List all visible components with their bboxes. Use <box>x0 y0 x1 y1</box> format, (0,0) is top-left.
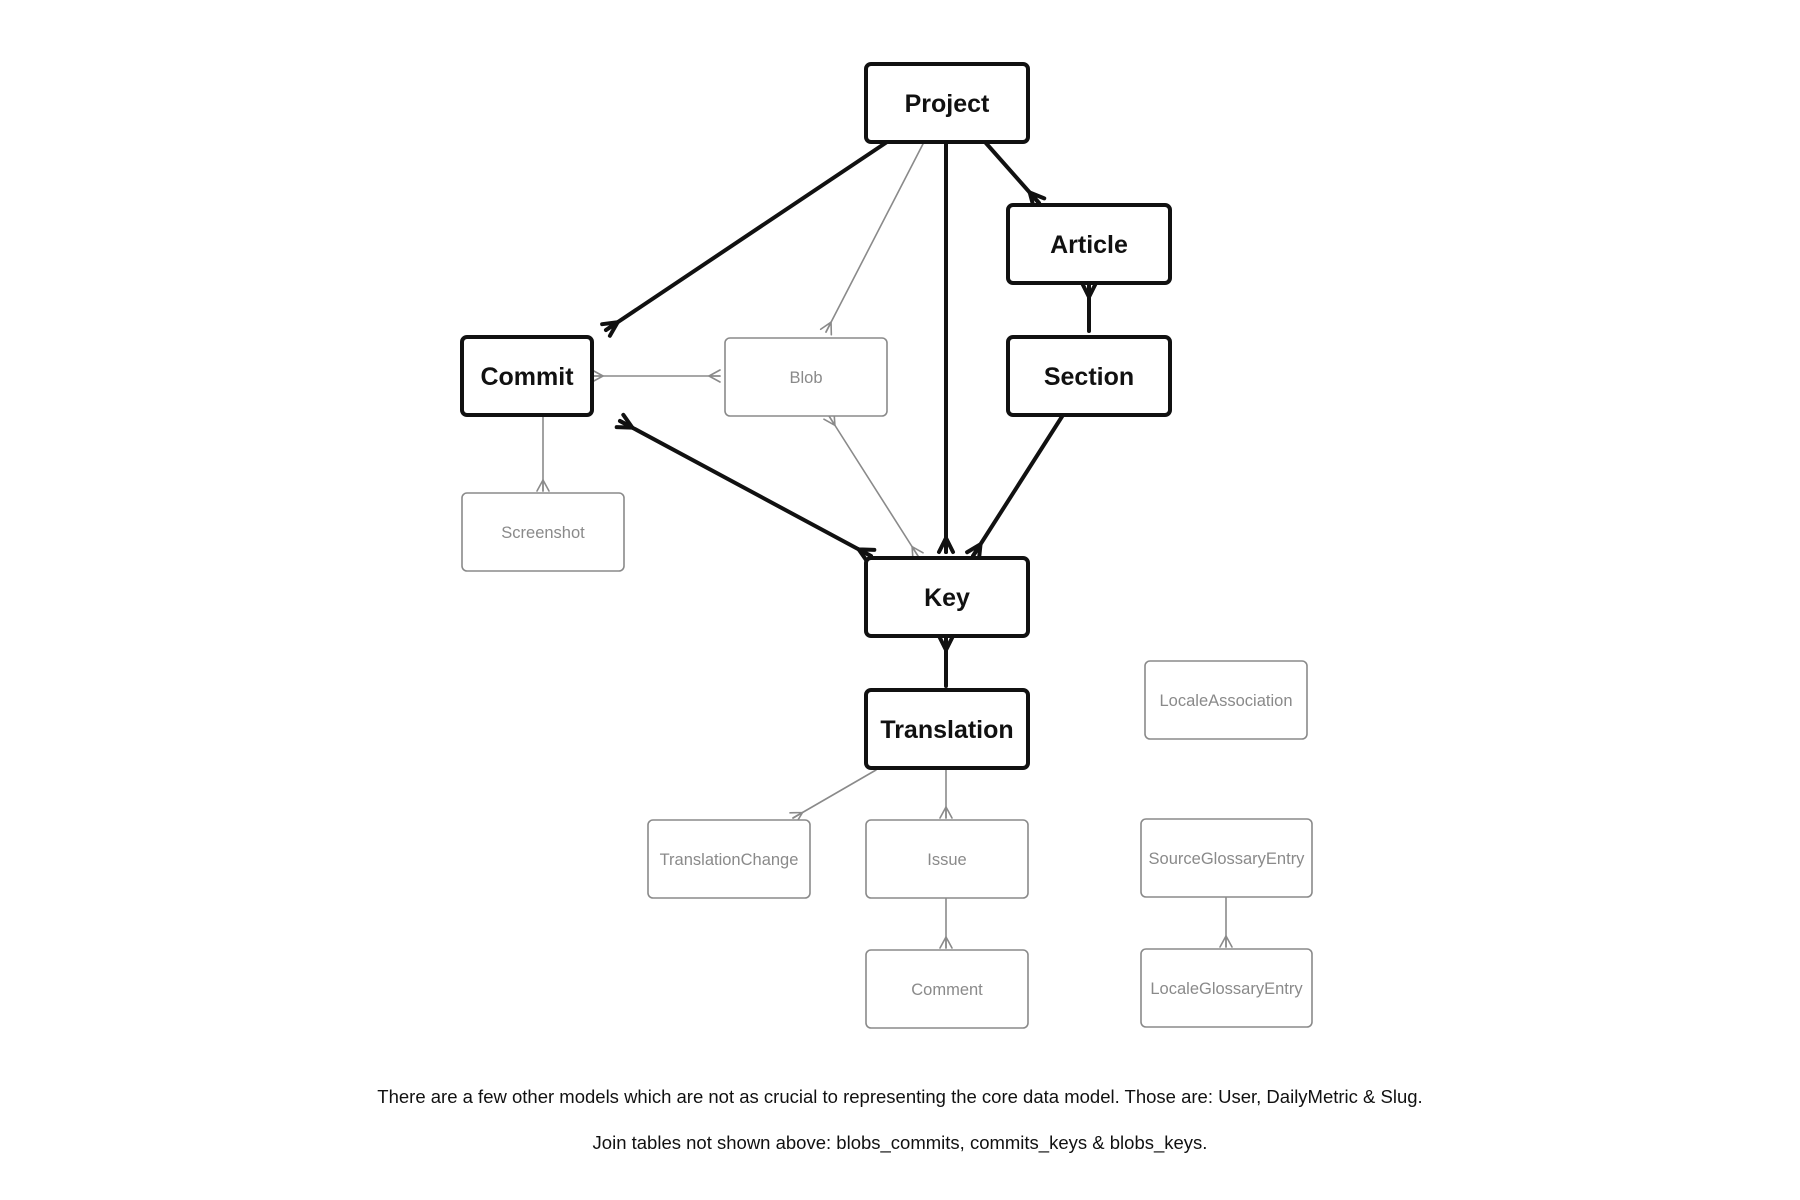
model-label: Screenshot <box>501 524 585 542</box>
crows-foot-icon <box>939 936 953 949</box>
model-box <box>865 949 1029 1029</box>
model-commit: Commit <box>460 335 594 417</box>
model-box <box>864 556 1030 638</box>
model-label: SourceGlossaryEntry <box>1149 850 1306 868</box>
relationship-lines <box>536 140 1233 949</box>
model-article: Article <box>1006 203 1172 285</box>
crows-foot-icon <box>937 536 955 554</box>
model-box <box>1140 948 1313 1028</box>
model-locale-glossary-entry: LocaleGlossaryEntry <box>1140 948 1313 1028</box>
model-label: Blob <box>789 369 822 387</box>
model-box <box>865 819 1029 899</box>
model-section: Section <box>1006 335 1172 417</box>
model-label: Issue <box>927 851 966 869</box>
model-screenshot: Screenshot <box>461 492 625 572</box>
relation-project-commit <box>604 140 889 332</box>
model-translation: Translation <box>864 688 1030 770</box>
crows-foot-icon <box>708 369 721 383</box>
model-label: Translation <box>880 716 1013 744</box>
other-models-note: There are a few other models which are n… <box>377 1086 1423 1107</box>
model-label: LocaleAssociation <box>1160 692 1293 710</box>
model-locale-association: LocaleAssociation <box>1144 660 1308 740</box>
model-box <box>647 819 811 899</box>
model-key: Key <box>864 556 1030 638</box>
model-box <box>1006 203 1172 285</box>
relation-blob-key <box>828 415 919 557</box>
model-box <box>461 492 625 572</box>
relation-project-blob <box>825 141 925 333</box>
model-box <box>1144 660 1308 740</box>
crows-foot-icon <box>819 321 833 336</box>
model-label: Key <box>924 584 970 612</box>
relation-translation-translation-change <box>792 769 877 819</box>
crows-foot-icon <box>1080 281 1098 299</box>
model-comment: Comment <box>865 949 1029 1029</box>
model-label: Commit <box>480 363 574 391</box>
model-translation-change: TranslationChange <box>647 819 811 899</box>
model-box <box>864 62 1030 144</box>
model-source-glossary-entry: SourceGlossaryEntry <box>1140 818 1313 898</box>
model-box <box>724 337 888 417</box>
crows-foot-icon <box>536 479 550 492</box>
model-box <box>864 688 1030 770</box>
relation-commit-key <box>618 419 873 558</box>
crows-foot-icon <box>937 634 955 652</box>
crows-foot-icon <box>600 320 620 338</box>
model-box <box>1006 335 1172 417</box>
crows-foot-icon <box>939 806 953 819</box>
crows-foot-icon <box>614 412 635 430</box>
model-issue: Issue <box>865 819 1029 899</box>
crows-foot-icon <box>1219 935 1233 948</box>
model-label: TranslationChange <box>660 851 799 869</box>
model-label: LocaleGlossaryEntry <box>1150 980 1303 998</box>
join-tables-note: Join tables not shown above: blobs_commi… <box>592 1132 1208 1153</box>
model-box <box>460 335 594 417</box>
model-project: Project <box>864 62 1030 144</box>
model-label: Comment <box>911 981 983 999</box>
model-label: Section <box>1044 363 1134 391</box>
relation-section-key <box>971 413 1065 558</box>
model-box <box>1140 818 1313 898</box>
model-label: Project <box>905 90 990 118</box>
model-blob: Blob <box>724 337 888 417</box>
model-label: Article <box>1050 231 1128 259</box>
